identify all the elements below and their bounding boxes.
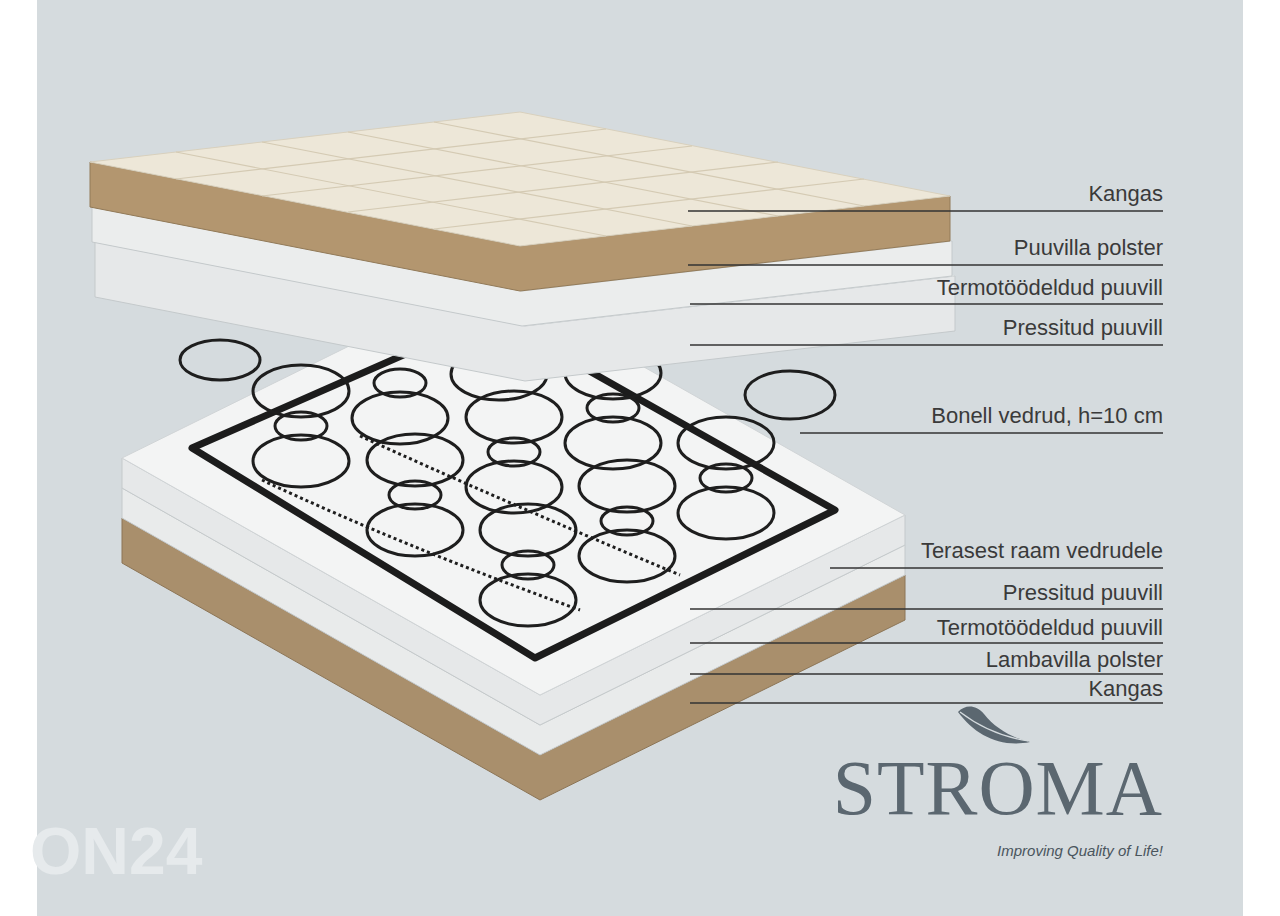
layer-label: Kangas <box>1088 181 1163 207</box>
layer-label: Terasest raam vedrudele <box>921 538 1163 564</box>
background <box>37 0 1243 916</box>
quilting <box>176 122 864 236</box>
layer-label: Bonell vedrud, h=10 cm <box>931 403 1163 429</box>
leader-lines <box>688 211 1163 703</box>
brand-logo: STROMA <box>833 742 1163 834</box>
layer-label: Pressitud puuvill <box>1003 315 1163 341</box>
bonell-springs <box>180 340 835 626</box>
watermark: ON24 <box>30 812 202 890</box>
brand-tagline: Improving Quality of Life! <box>997 842 1163 860</box>
layer-label: Pressitud puuvill <box>1003 580 1163 606</box>
feather-icon <box>958 707 1030 744</box>
layer-label: Puuvilla polster <box>1014 235 1163 261</box>
layer-label: Termotöödeldud puuvill <box>937 615 1163 641</box>
layer-label: Kangas <box>1088 676 1163 702</box>
upper-layers <box>90 112 955 381</box>
layer-label: Lambavilla polster <box>986 647 1163 673</box>
layer-label: Termotöödeldud puuvill <box>937 275 1163 301</box>
